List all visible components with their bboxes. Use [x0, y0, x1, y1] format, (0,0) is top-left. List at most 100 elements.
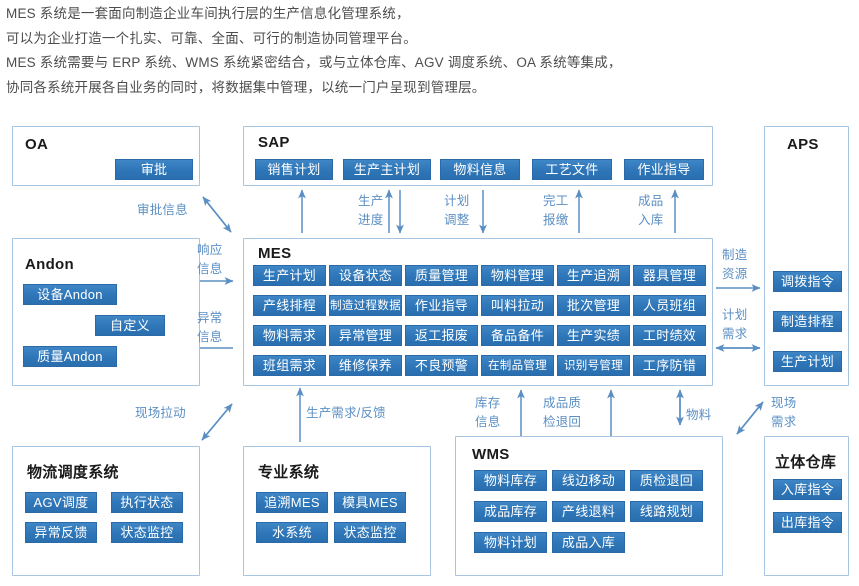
badge-wms-r2c1[interactable]: 成品库存: [474, 501, 547, 522]
badge-sap-work-instruction[interactable]: 作业指导: [624, 159, 704, 180]
label-exception-info-1: 异常: [197, 311, 223, 325]
intro-line-2: 可以为企业打造一个扎实、可靠、全面、可行的制造协同管理平台。: [6, 30, 417, 46]
badge-oa-approval[interactable]: 审批: [115, 159, 193, 180]
badge-mes-r2c2[interactable]: 制造过程数据: [329, 295, 402, 316]
label-plan-demand-2: 需求: [722, 327, 748, 341]
badge-wms-r2c3[interactable]: 线路规划: [630, 501, 703, 522]
label-completion-report-2: 报缴: [543, 213, 569, 227]
badge-logistics-exception[interactable]: 异常反馈: [25, 522, 97, 543]
badge-andon-equipment[interactable]: 设备Andon: [23, 284, 117, 305]
badge-mes-r3c4[interactable]: 备品备件: [481, 325, 554, 346]
label-response-info-2: 信息: [197, 262, 223, 276]
label-exception-info-2: 信息: [197, 330, 223, 344]
box-mes[interactable]: MES 生产计划 设备状态 质量管理 物料管理 生产追溯 器具管理 产线排程 制…: [243, 238, 713, 386]
badge-aps-mfg-schedule[interactable]: 制造排程: [773, 311, 842, 332]
label-fg-qc-return-2: 检退回: [543, 415, 582, 429]
badge-warehouse-outbound[interactable]: 出库指令: [773, 512, 842, 533]
box-andon-title: Andon: [25, 256, 74, 273]
badge-wms-r3c2[interactable]: 成品入库: [552, 532, 625, 553]
badge-wms-r3c1[interactable]: 物料计划: [474, 532, 547, 553]
badge-sap-master-plan[interactable]: 生产主计划: [343, 159, 431, 180]
badge-mes-r1c4[interactable]: 物料管理: [481, 265, 554, 286]
badge-professional-monitor[interactable]: 状态监控: [334, 522, 406, 543]
badge-mes-r4c2[interactable]: 维修保养: [329, 355, 402, 376]
badge-wms-r1c1[interactable]: 物料库存: [474, 470, 547, 491]
badge-mes-r4c5[interactable]: 识别号管理: [557, 355, 630, 376]
badge-mes-r1c3[interactable]: 质量管理: [405, 265, 478, 286]
label-finished-instock-2: 入库: [638, 213, 664, 227]
label-production-progress-2: 进度: [358, 213, 384, 227]
badge-mes-r1c1[interactable]: 生产计划: [253, 265, 326, 286]
label-plan-adjust-1: 计划: [444, 194, 470, 208]
box-sap[interactable]: SAP 销售计划 生产主计划 物料信息 工艺文件 作业指导: [243, 126, 713, 186]
badge-mes-r4c1[interactable]: 班组需求: [253, 355, 326, 376]
badge-sap-process-doc[interactable]: 工艺文件: [532, 159, 612, 180]
badge-mes-r3c2[interactable]: 异常管理: [329, 325, 402, 346]
badge-mes-r2c1[interactable]: 产线排程: [253, 295, 326, 316]
label-finished-instock-1: 成品: [638, 194, 664, 208]
label-mfg-resource-2: 资源: [722, 267, 748, 281]
badge-wms-r1c2[interactable]: 线边移动: [552, 470, 625, 491]
arrow-onsite-pull-up: [201, 403, 233, 441]
badge-mes-r3c1[interactable]: 物料需求: [253, 325, 326, 346]
intro-line-4: 协同各系统开展各自业务的同时，将数据集中管理，以统一门户呈现到管理层。: [6, 79, 486, 95]
badge-professional-mold-mes[interactable]: 模具MES: [334, 492, 406, 513]
box-logistics[interactable]: 物流调度系统 AGV调度 执行状态 异常反馈 状态监控: [12, 446, 200, 576]
arrow-oa-approval-down: [202, 196, 232, 233]
badge-aps-production-plan[interactable]: 生产计划: [773, 351, 842, 372]
badge-mes-r4c4[interactable]: 在制品管理: [481, 355, 554, 376]
intro-line-3: MES 系统需要与 ERP 系统、WMS 系统紧密结合，或与立体仓库、AGV 调…: [6, 55, 622, 70]
box-aps-title: APS: [787, 136, 819, 153]
box-wms-title: WMS: [472, 446, 510, 463]
box-warehouse[interactable]: 立体仓库 入库指令 出库指令: [764, 436, 849, 576]
label-fg-qc-return-1: 成品质: [543, 396, 582, 410]
label-completion-report-1: 完工: [543, 194, 569, 208]
badge-wms-r2c2[interactable]: 产线退料: [552, 501, 625, 522]
box-professional-title: 专业系统: [258, 464, 320, 481]
label-material: 物料: [686, 408, 712, 422]
label-plan-demand-1: 计划: [722, 308, 748, 322]
badge-mes-r2c5[interactable]: 批次管理: [557, 295, 630, 316]
box-oa[interactable]: OA 审批: [12, 126, 200, 186]
badge-mes-r1c2[interactable]: 设备状态: [329, 265, 402, 286]
badge-warehouse-inbound[interactable]: 入库指令: [773, 479, 842, 500]
badge-mes-r3c3[interactable]: 返工报废: [405, 325, 478, 346]
badge-mes-r2c3[interactable]: 作业指导: [405, 295, 478, 316]
label-onsite-pull: 现场拉动: [135, 406, 186, 420]
badge-andon-quality[interactable]: 质量Andon: [23, 346, 117, 367]
box-warehouse-title: 立体仓库: [775, 454, 837, 471]
box-sap-title: SAP: [258, 134, 290, 151]
label-response-info-1: 响应: [197, 243, 223, 257]
badge-sap-sales-plan[interactable]: 销售计划: [255, 159, 333, 180]
box-professional[interactable]: 专业系统 追溯MES 模具MES 水系统 状态监控: [243, 446, 431, 576]
label-approval-info: 审批信息: [137, 203, 188, 217]
badge-logistics-agv[interactable]: AGV调度: [25, 492, 97, 513]
box-aps[interactable]: APS 调拨指令 制造排程 生产计划: [764, 126, 849, 386]
badge-mes-r3c6[interactable]: 工时绩效: [633, 325, 706, 346]
badge-mes-r2c6[interactable]: 人员班组: [633, 295, 706, 316]
badge-mes-r3c5[interactable]: 生产实绩: [557, 325, 630, 346]
badge-sap-material-info[interactable]: 物料信息: [440, 159, 520, 180]
box-wms[interactable]: WMS 物料库存 线边移动 质检退回 成品库存 产线退料 线路规划 物料计划 成…: [455, 436, 723, 576]
box-logistics-title: 物流调度系统: [27, 464, 119, 481]
label-prod-demand-feedback: 生产需求/反馈: [306, 406, 386, 420]
badge-mes-r4c6[interactable]: 工序防错: [633, 355, 706, 376]
box-mes-title: MES: [258, 245, 292, 262]
badge-wms-r1c3[interactable]: 质检退回: [630, 470, 703, 491]
intro-line-1: MES 系统是一套面向制造企业车间执行层的生产信息化管理系统，: [6, 6, 410, 21]
label-mfg-resource-1: 制造: [722, 248, 748, 262]
badge-professional-trace-mes[interactable]: 追溯MES: [256, 492, 328, 513]
badge-logistics-monitor[interactable]: 状态监控: [111, 522, 183, 543]
badge-andon-custom[interactable]: 自定义: [95, 315, 165, 336]
badge-mes-r4c3[interactable]: 不良预警: [405, 355, 478, 376]
badge-mes-r2c4[interactable]: 叫料拉动: [481, 295, 554, 316]
intro-paragraph: MES 系统是一套面向制造企业车间执行层的生产信息化管理系统， 可以为企业打造一…: [6, 2, 851, 100]
badge-mes-r1c6[interactable]: 器具管理: [633, 265, 706, 286]
arrow-oa-approval-up: [202, 196, 232, 233]
badge-aps-transfer-order[interactable]: 调拨指令: [773, 271, 842, 292]
badge-mes-r1c5[interactable]: 生产追溯: [557, 265, 630, 286]
badge-logistics-exec-status[interactable]: 执行状态: [111, 492, 183, 513]
box-andon[interactable]: Andon 设备Andon 自定义 质量Andon: [12, 238, 200, 386]
badge-professional-water[interactable]: 水系统: [256, 522, 328, 543]
label-stock-info-2: 信息: [475, 415, 501, 429]
